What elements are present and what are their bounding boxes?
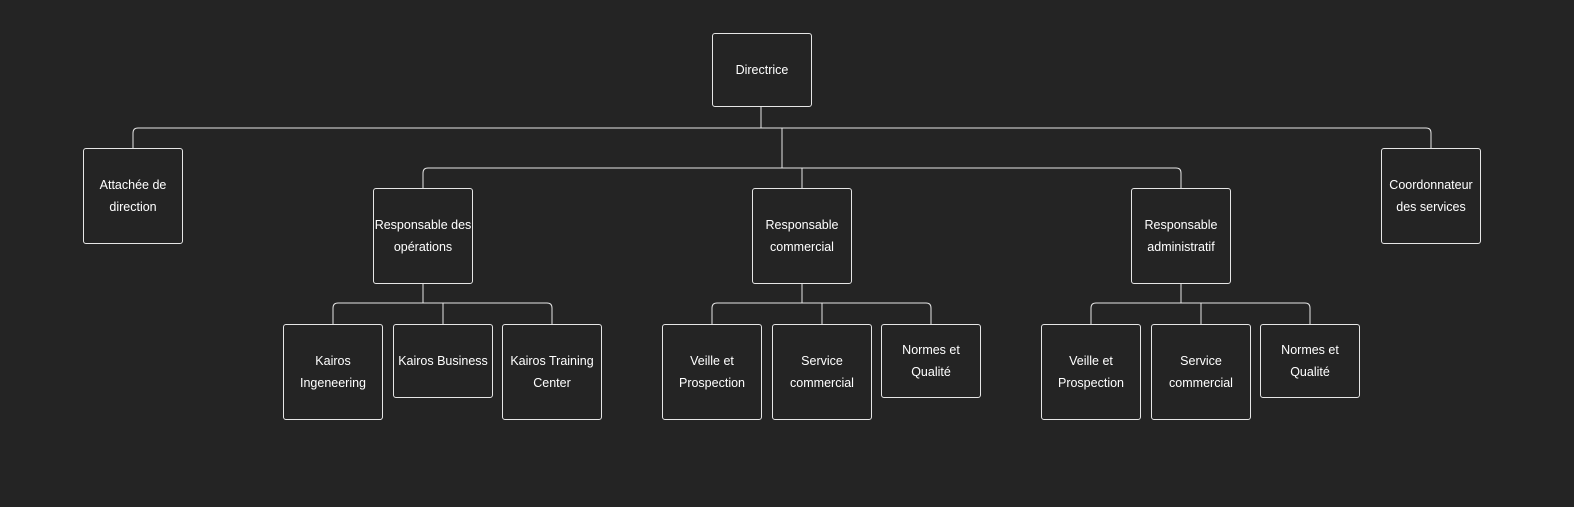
node-label: Directrice	[735, 63, 789, 77]
node-label: Veille et Prospection	[678, 354, 745, 390]
node-attachee-de-direction[interactable]: Attachée de direction	[83, 148, 183, 244]
node-kairos-business[interactable]: Kairos Business	[393, 324, 493, 398]
node-label: Veille et Prospection	[1057, 354, 1124, 390]
node-label: Normes et Qualité	[902, 343, 960, 379]
connector-root-to-managers	[422, 128, 1182, 188]
node-responsable-operations[interactable]: Responsable des opérations	[373, 188, 473, 284]
node-kairos-ingeneering[interactable]: Kairos Ingeneering	[283, 324, 383, 420]
node-directrice[interactable]: Directrice	[712, 33, 812, 107]
connector-operations-teams	[332, 283, 553, 324]
node-commercial-service-commercial[interactable]: Service commercial	[772, 324, 872, 420]
node-label: Kairos Business	[398, 354, 488, 368]
node-label: Attachée de direction	[99, 178, 167, 214]
node-administratif-veille-et-prospection[interactable]: Veille et Prospection	[1041, 324, 1141, 420]
node-administratif-normes-et-qualite[interactable]: Normes et Qualité	[1260, 324, 1360, 398]
node-commercial-veille-et-prospection[interactable]: Veille et Prospection	[662, 324, 762, 420]
node-responsable-commercial[interactable]: Responsable commercial	[752, 188, 852, 284]
connector-administratif-teams	[1090, 283, 1311, 324]
node-label: Kairos Ingeneering	[299, 354, 367, 390]
node-coordonnateur-des-services[interactable]: Coordonnateur des services	[1381, 148, 1481, 244]
node-label: Responsable des opérations	[374, 218, 472, 254]
node-label: Responsable administratif	[1144, 218, 1218, 254]
node-label: Coordonnateur des services	[1389, 178, 1473, 214]
node-responsable-administratif[interactable]: Responsable administratif	[1131, 188, 1231, 284]
node-label: Normes et Qualité	[1281, 343, 1339, 379]
node-administratif-service-commercial[interactable]: Service commercial	[1151, 324, 1251, 420]
node-commercial-normes-et-qualite[interactable]: Normes et Qualité	[881, 324, 981, 398]
node-kairos-training-center[interactable]: Kairos Training Center	[502, 324, 602, 420]
node-label: Responsable commercial	[765, 218, 839, 254]
node-label: Service commercial	[790, 354, 854, 390]
node-label: Service commercial	[1169, 354, 1233, 390]
node-label: Kairos Training Center	[510, 354, 594, 390]
connector-commercial-teams	[711, 283, 932, 324]
